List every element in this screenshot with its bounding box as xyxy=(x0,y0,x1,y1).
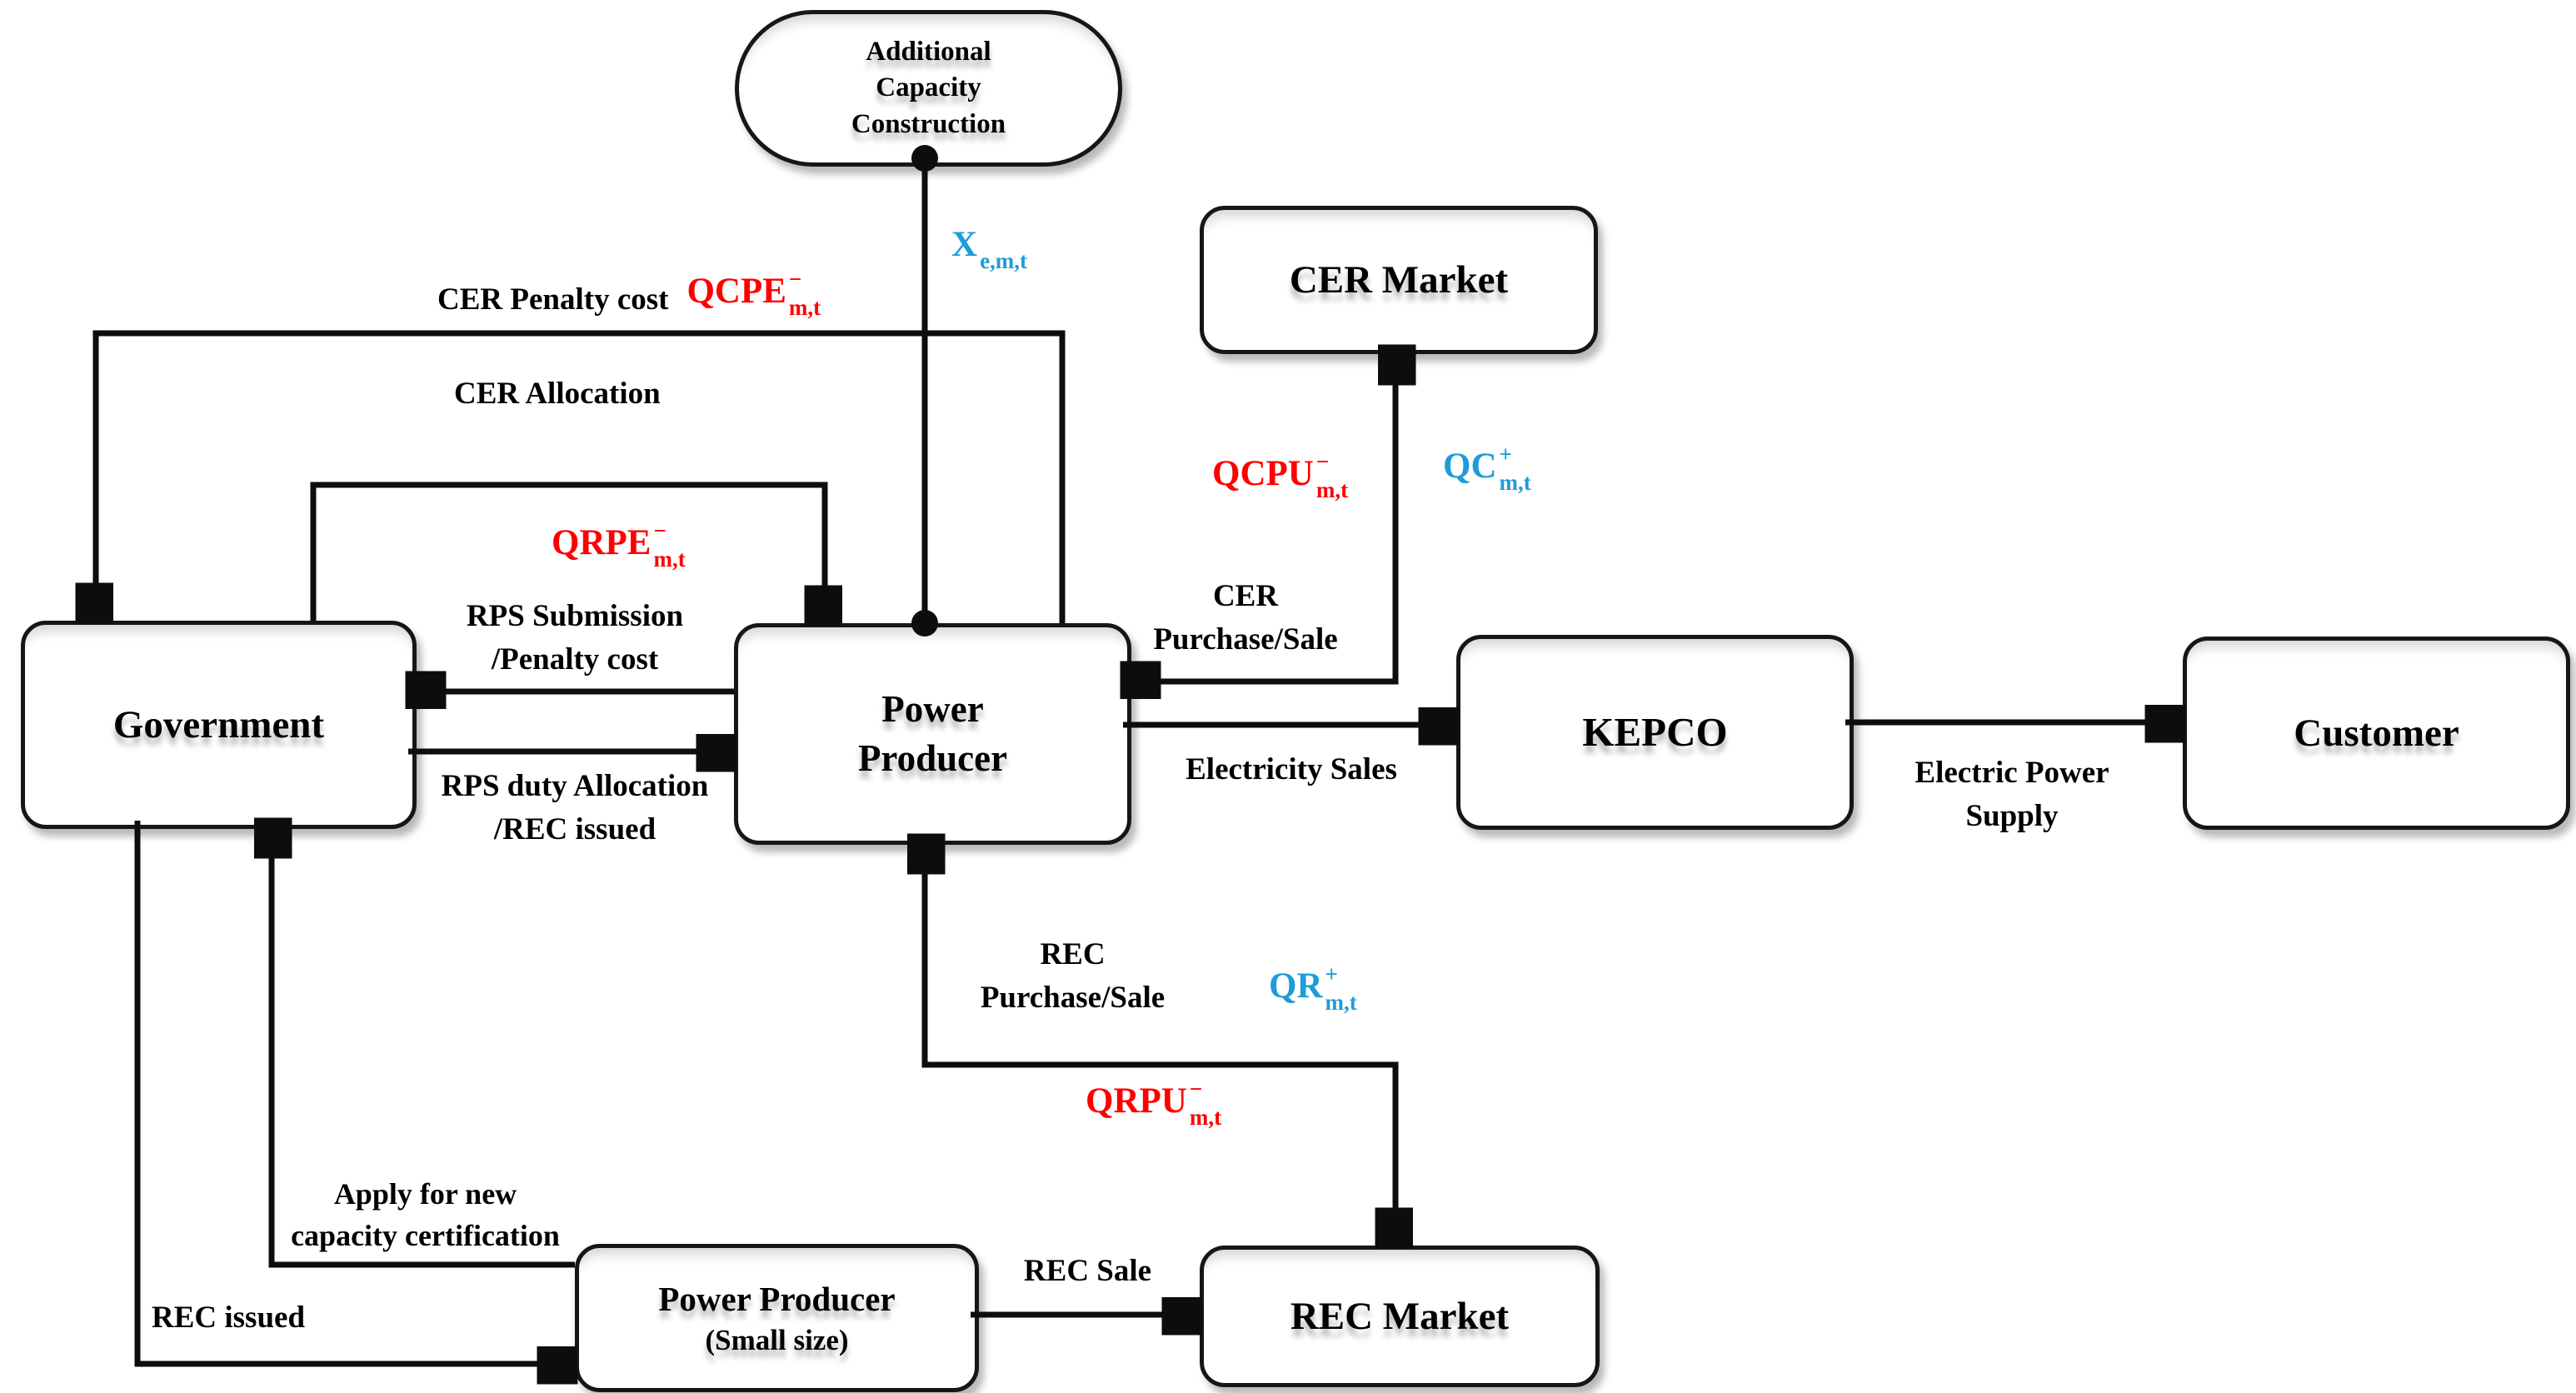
edge-label-rps-duty: RPS duty Allocation /REC issued xyxy=(441,769,709,846)
node-label: Additional Capacity Construction xyxy=(851,36,1006,139)
edge-label-cer-penalty: CER Penalty cost QCPE −m,t xyxy=(437,267,821,322)
junction-dot-top xyxy=(911,145,938,172)
edge-label-electric-power: Electric Power Supply xyxy=(1915,756,2109,833)
edge-label-rec-sale: REC Sale xyxy=(1023,1254,1152,1288)
edge-label-electricity-sales: Electricity Sales xyxy=(1186,752,1397,786)
edge-rec-purchase-sale xyxy=(925,836,1395,1246)
node-power-producer-small: Power Producer (Small size) xyxy=(575,1244,979,1392)
edge-label-rec-purchase: REC Purchase/Sale xyxy=(980,937,1166,1015)
junction-dot-producer xyxy=(911,610,938,637)
edge-cer-penalty xyxy=(96,330,1066,623)
node-label: KEPCO xyxy=(1582,708,1728,755)
node-customer: Customer xyxy=(2183,637,2570,830)
formula-qr: QR +m,t xyxy=(1269,961,1357,1015)
formula-qcpe: QCPE −m,t xyxy=(686,267,821,320)
edge-apply-certification xyxy=(272,821,575,1268)
node-label: Government xyxy=(112,702,325,746)
node-government: Government xyxy=(21,621,417,829)
node-rec-market: REC Market xyxy=(1200,1246,1600,1387)
node-kepco: KEPCO xyxy=(1456,635,1854,830)
edge-label-rec-issued: REC issued xyxy=(152,1301,306,1335)
node-label: REC Market xyxy=(1290,1294,1510,1338)
node-label: CER Market xyxy=(1289,257,1509,302)
edge-cer-allocation xyxy=(310,482,825,623)
formula-qrpe: QRPE −m,t xyxy=(552,518,686,572)
edge-rec-issued xyxy=(134,821,575,1364)
edge-label-apply-certification: Apply for new capacity certification xyxy=(291,1177,560,1253)
cer-penalty-text: CER Penalty cost xyxy=(437,282,669,317)
edge-label-cer-allocation: CER Allocation xyxy=(454,377,661,411)
node-power-producer: Power Producer xyxy=(734,623,1131,845)
formula-qrpu: QRPU −m,t xyxy=(1086,1076,1222,1130)
edge-label-cer-purchase: CER Purchase/Sale xyxy=(1153,579,1338,657)
formula-qcpu: QCPU −m,t xyxy=(1212,449,1349,502)
node-cer-market: CER Market xyxy=(1200,206,1598,354)
formula-qc: QC +m,t xyxy=(1443,442,1531,495)
node-label: Power Producer (Small size) xyxy=(658,1279,896,1356)
node-label: Customer xyxy=(2294,711,2459,755)
edge-label-rps-submission: RPS Submission /Penalty cost xyxy=(466,599,684,677)
node-additional-capacity: Additional Capacity Construction xyxy=(735,10,1122,167)
formula-x: X e,m,t xyxy=(951,225,1028,273)
node-label: Power Producer xyxy=(857,687,1008,779)
edge-cer-purchase-sale xyxy=(1123,347,1395,682)
